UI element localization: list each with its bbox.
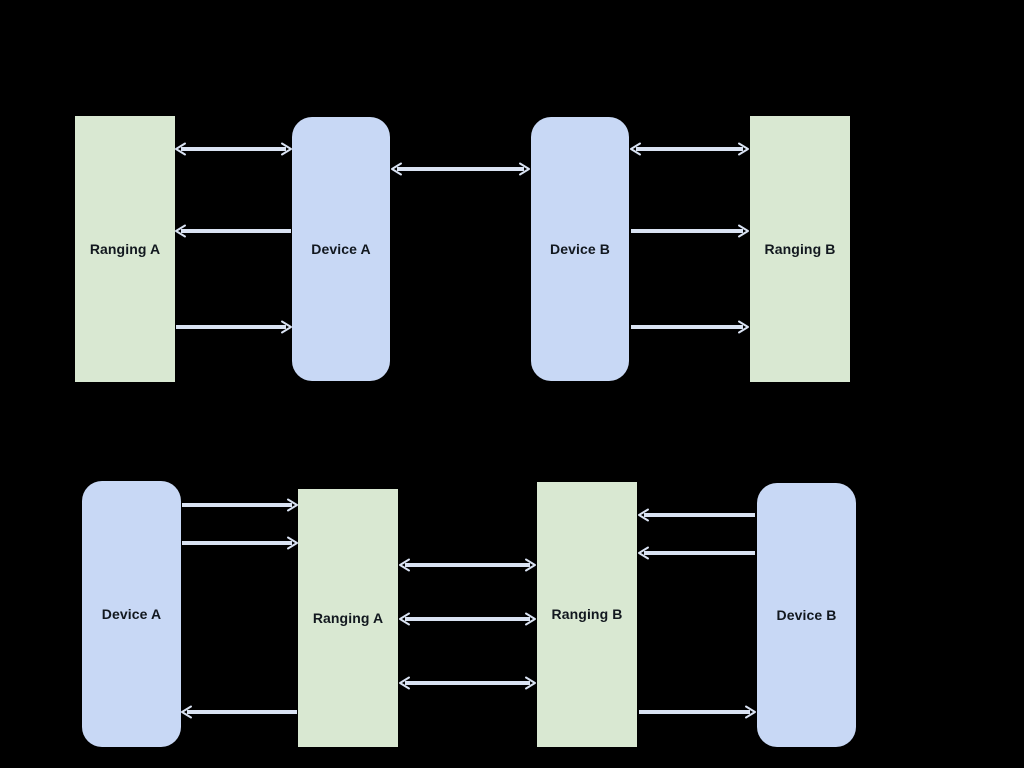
node-label: Device B — [550, 240, 610, 257]
node-label: Device A — [101, 605, 162, 622]
node-bot-device-a[interactable]: Device A — [82, 481, 181, 747]
node-top-device-b[interactable]: Device B — [531, 117, 629, 381]
node-label: Ranging A — [312, 609, 384, 626]
node-bot-ranging-b[interactable]: Ranging B — [537, 482, 637, 747]
node-label: Device B — [776, 606, 837, 623]
node-label: Device A — [311, 240, 371, 257]
node-label: Ranging B — [551, 606, 623, 623]
node-bot-device-b[interactable]: Device B — [757, 483, 856, 747]
node-top-ranging-b[interactable]: Ranging B — [750, 116, 850, 382]
node-top-ranging-a[interactable]: Ranging A — [75, 116, 175, 382]
node-bot-ranging-a[interactable]: Ranging A — [298, 489, 398, 747]
node-label: Ranging A — [89, 240, 161, 257]
node-top-device-a[interactable]: Device A — [292, 117, 390, 381]
node-label: Ranging B — [764, 240, 836, 257]
